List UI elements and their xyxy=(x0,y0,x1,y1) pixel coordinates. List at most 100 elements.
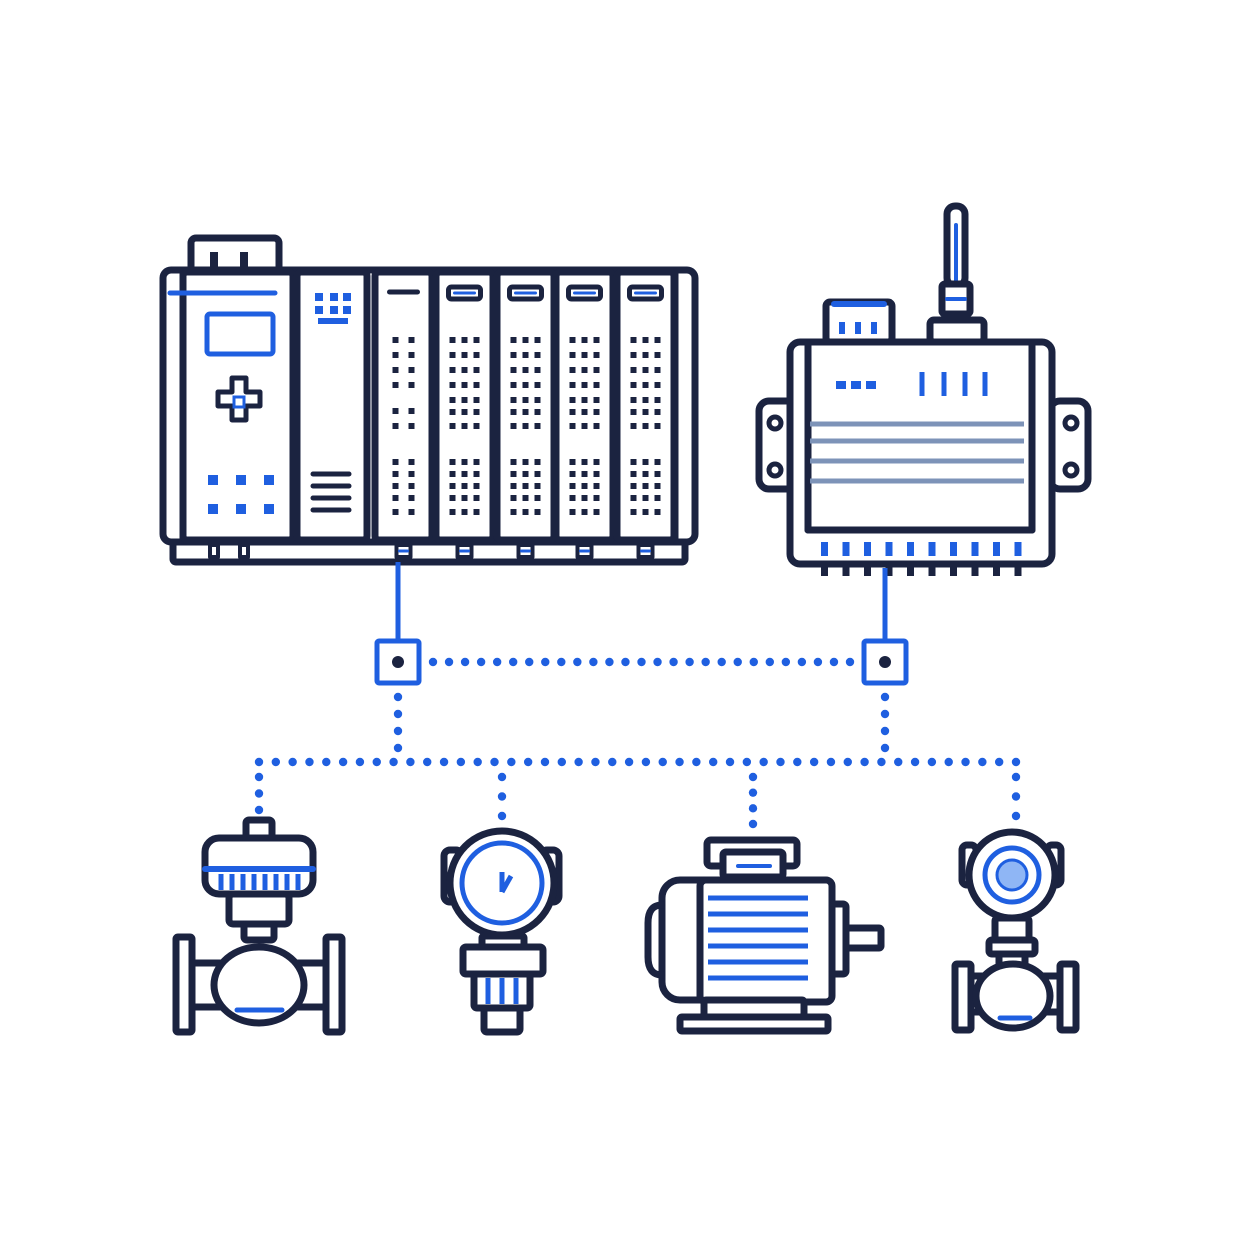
link-dot xyxy=(460,657,470,667)
io-indicator xyxy=(473,483,480,489)
link-dot xyxy=(776,757,785,767)
io-indicator xyxy=(522,471,529,477)
io-indicator xyxy=(654,409,661,415)
link-dot xyxy=(523,757,533,767)
io-indicator xyxy=(392,337,399,343)
link-dot xyxy=(624,757,634,767)
link-dot xyxy=(393,743,403,753)
io-indicator xyxy=(654,423,661,429)
io-indicator xyxy=(581,509,588,515)
io-indicator xyxy=(630,509,637,515)
io-indicator xyxy=(408,495,415,501)
io-indicator xyxy=(392,352,399,358)
link-dot xyxy=(389,757,398,767)
io-indicator xyxy=(449,459,456,465)
link-dot xyxy=(393,709,403,719)
io-indicator xyxy=(392,471,399,477)
control-valve-icon xyxy=(172,816,346,1036)
io-indicator xyxy=(408,471,415,477)
io-indicator xyxy=(630,352,637,358)
io-indicator xyxy=(473,409,480,415)
io-indicator xyxy=(654,483,661,489)
io-indicator xyxy=(569,409,576,415)
link-dot xyxy=(322,757,331,767)
io-indicator xyxy=(392,495,399,501)
io-indicator xyxy=(392,483,399,489)
io-indicator xyxy=(449,397,456,403)
link-dot xyxy=(508,657,518,667)
io-indicator xyxy=(593,409,600,415)
io-indicator xyxy=(449,367,456,373)
io-indicator xyxy=(534,352,541,358)
io-indicator xyxy=(534,483,541,489)
io-indicator xyxy=(534,423,541,429)
io-indicator xyxy=(408,367,415,373)
io-indicator xyxy=(473,352,480,358)
link-dot xyxy=(961,757,970,767)
link-dot xyxy=(525,657,534,667)
io-indicator xyxy=(408,337,415,343)
io-indicator xyxy=(654,367,661,373)
link-dot xyxy=(809,757,819,767)
io-indicator xyxy=(642,423,649,429)
io-indicator xyxy=(581,409,588,415)
io-indicator xyxy=(522,483,529,489)
io-indicator xyxy=(630,483,637,489)
electric-motor-icon xyxy=(644,836,885,1035)
io-indicator xyxy=(654,495,661,501)
terminal-leg xyxy=(907,562,914,576)
link-dot xyxy=(254,789,264,798)
io-indicator xyxy=(569,382,576,388)
io-indicator xyxy=(534,397,541,403)
io-indicator xyxy=(642,495,649,501)
io-indicator xyxy=(510,459,517,465)
link-dot xyxy=(669,657,678,667)
link-dot xyxy=(254,805,264,815)
network-node-left xyxy=(374,638,422,686)
link-dot xyxy=(573,657,582,667)
io-indicator xyxy=(654,337,661,343)
io-indicator xyxy=(593,459,600,465)
io-indicator xyxy=(408,459,415,465)
link-dot xyxy=(540,757,550,767)
io-indicator xyxy=(449,409,456,415)
terminal-pin xyxy=(864,542,871,556)
io-indicator xyxy=(392,423,399,429)
io-indicator xyxy=(581,483,588,489)
link-dot xyxy=(860,757,869,767)
io-indicator xyxy=(449,509,456,515)
io-module-body xyxy=(371,268,436,544)
io-indicator xyxy=(408,509,415,515)
io-indicator xyxy=(449,495,456,501)
io-indicator xyxy=(510,495,517,501)
link-dot xyxy=(877,757,886,767)
io-indicator xyxy=(461,367,468,373)
terminal-leg xyxy=(950,562,957,576)
io-indicator xyxy=(642,483,649,489)
link-dot xyxy=(497,772,507,782)
link-dot xyxy=(748,804,758,813)
link-dot xyxy=(1011,757,1021,767)
link-dot xyxy=(254,772,264,782)
io-indicator xyxy=(522,423,529,429)
io-indicator xyxy=(461,382,468,388)
io-indicator xyxy=(581,397,588,403)
terminal-pin xyxy=(885,542,893,556)
io-indicator xyxy=(522,409,529,415)
terminal-strip xyxy=(821,542,1022,576)
io-indicator xyxy=(630,409,637,415)
link-dot xyxy=(843,757,852,767)
link-dot xyxy=(490,757,499,767)
io-indicator xyxy=(461,337,468,343)
io-indicator xyxy=(534,367,541,373)
io-indicator xyxy=(569,367,576,373)
link-dot xyxy=(793,757,802,767)
io-indicator xyxy=(654,397,661,403)
link-dot xyxy=(765,657,775,667)
link-dot xyxy=(608,757,617,767)
terminal-leg xyxy=(864,562,871,576)
link-dot xyxy=(717,657,726,667)
io-indicator xyxy=(473,397,480,403)
link-dot xyxy=(591,757,600,767)
io-indicator xyxy=(569,509,576,515)
